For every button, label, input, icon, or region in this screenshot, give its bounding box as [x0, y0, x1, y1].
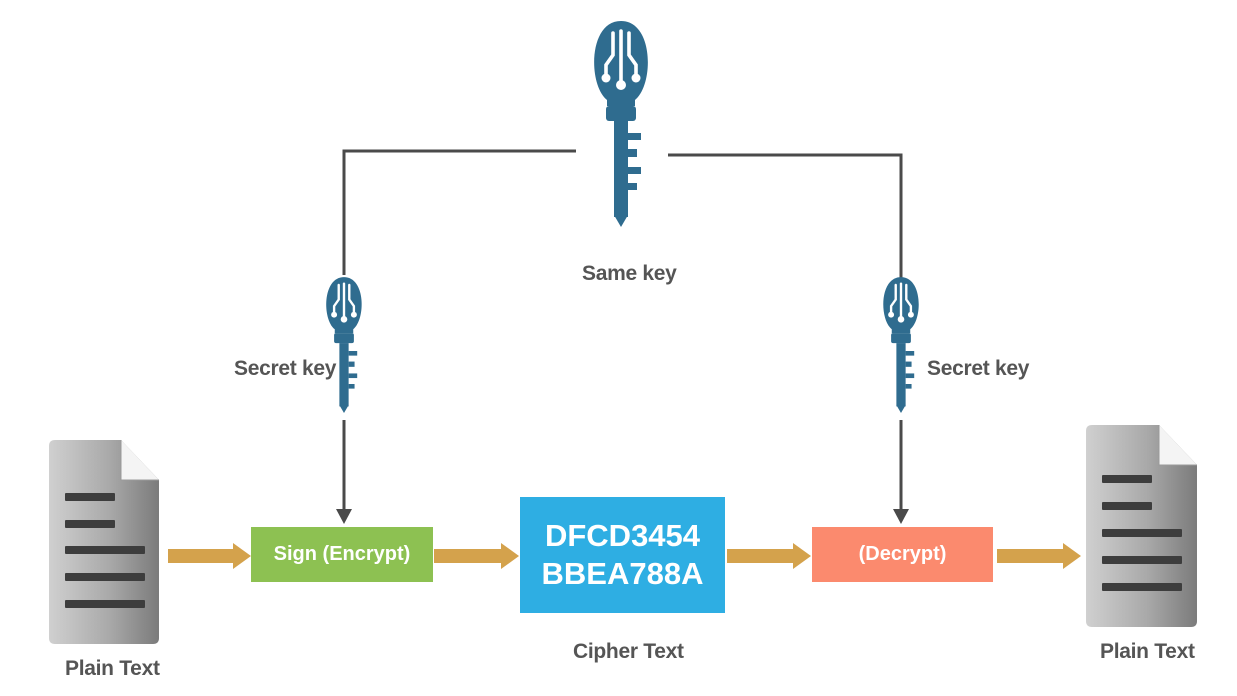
- plain-text-label-right: Plain Text: [1100, 640, 1195, 663]
- key-icon: [592, 19, 650, 229]
- flow-arrow-3: [727, 543, 811, 569]
- flow-arrow-4: [997, 543, 1081, 569]
- sign-encrypt-box: Sign (Encrypt): [251, 527, 433, 582]
- secret-key-label-right: Secret key: [927, 357, 1030, 380]
- document-icon: [1086, 425, 1197, 627]
- plain-text-label-left: Plain Text: [65, 657, 160, 680]
- flow-arrow-2: [434, 543, 519, 569]
- key-icon: [882, 275, 920, 415]
- decrypt-box: (Decrypt): [812, 527, 993, 582]
- cipher-text-label: Cipher Text: [573, 640, 684, 663]
- secret-key-label-left: Secret key: [234, 357, 337, 380]
- flow-arrow-1: [168, 543, 251, 569]
- arrowhead-down-left: [336, 509, 352, 524]
- cipher-line-2: BBEA788A: [541, 556, 704, 591]
- arrowhead-down-right: [893, 509, 909, 524]
- connector-lines: [342, 149, 903, 516]
- key-icon: [325, 275, 363, 415]
- connector-left: [342, 149, 576, 275]
- cipher-line-1: DFCD3454: [544, 518, 701, 553]
- same-key-label: Same key: [582, 262, 677, 285]
- cipher-text-box: DFCD3454 BBEA788A: [520, 497, 725, 613]
- connector-right: [668, 153, 903, 282]
- document-icon: [49, 440, 159, 644]
